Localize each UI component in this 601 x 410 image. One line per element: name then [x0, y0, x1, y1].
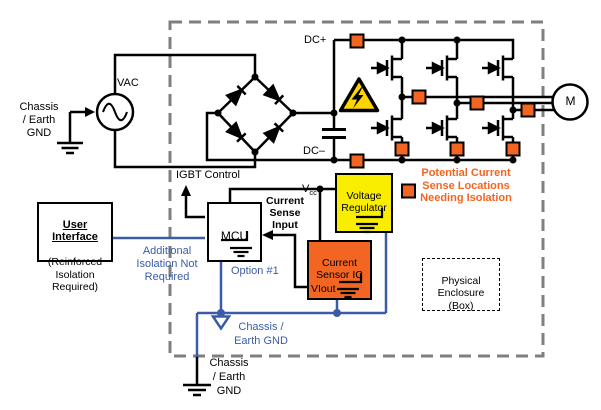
dc-plus-label: DC+: [304, 34, 327, 46]
user-interface-title: User Interface: [52, 218, 98, 244]
dc-minus-label: DC–: [303, 145, 326, 157]
igbt-transistors: [371, 55, 513, 141]
junction-dot: [333, 309, 341, 317]
current-sense-marker: [349, 153, 365, 169]
chassis-arrow-icon: [85, 107, 95, 117]
chassis-gnd-triangle-icon: [210, 315, 232, 331]
voltage-regulator-label: Voltage Regulator: [341, 189, 387, 215]
ground-icon: [57, 141, 83, 155]
vac-label: VAC: [117, 77, 139, 89]
viout-pin-label: VIout: [311, 283, 336, 295]
additional-isolation-label: Additional Isolation Not Required: [136, 245, 198, 283]
current-sense-marker: [394, 141, 410, 157]
voltage-regulator-block: Voltage Regulator: [335, 173, 393, 233]
ac-source-icon: [95, 92, 135, 132]
power-wiring: [68, 38, 555, 385]
igbt-control-arrow-icon: [181, 185, 191, 196]
current-sense-marker: [411, 89, 427, 105]
physical-enclosure-note: Physical Enclosure (Box): [422, 258, 500, 312]
chassis-gnd-bottom-label: Chassis / Earth GND: [209, 357, 249, 397]
current-sensor-ic-block: Current Sensor IC VIout: [307, 240, 372, 300]
current-sense-marker: [349, 33, 365, 49]
chassis-gnd-left-label: Chassis / Earth GND: [19, 101, 59, 139]
chassis-gnd-internal-label: Chassis / Earth GND: [234, 321, 288, 347]
user-interface-subtitle: (Reinforced Isolation Required): [47, 256, 103, 293]
high-voltage-warning-icon: [338, 77, 380, 113]
physical-enclosure-label: Physical Enclosure (Box): [437, 274, 485, 312]
junction-dot: [217, 309, 225, 317]
motor-label: M: [565, 94, 576, 108]
mcu-label: MCU: [220, 228, 249, 243]
current-sensor-ic-label: Current Sensor IC: [316, 256, 363, 282]
current-sense-marker: [449, 141, 465, 157]
current-sense-marker: [520, 102, 536, 118]
current-sense-input-label: Current Sense Input: [266, 195, 304, 231]
current-sense-arrow-icon: [262, 230, 273, 240]
igbt-control-label: IGBT Control: [176, 169, 240, 181]
current-sense-marker: [469, 95, 485, 111]
user-interface-block: User Interface (Reinforced Isolation Req…: [37, 202, 113, 293]
mcu-block: MCU: [207, 202, 262, 262]
current-sense-marker: [505, 141, 521, 157]
legend-text: Potential Current Sense Locations Needin…: [420, 167, 512, 204]
bridge-rectifier: [216, 75, 295, 154]
option-1-label: Option #1: [231, 265, 279, 277]
